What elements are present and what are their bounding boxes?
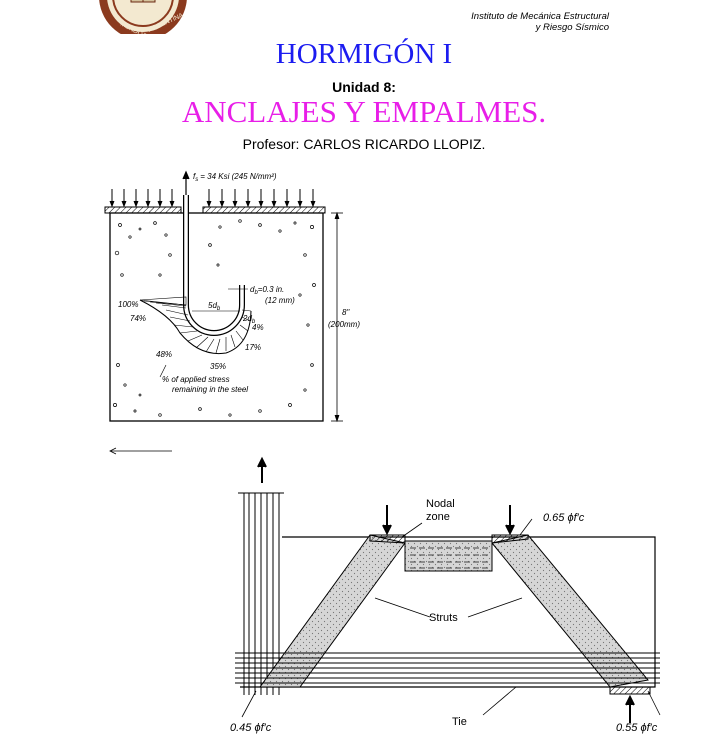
tie-label: Tie xyxy=(452,716,467,728)
support-plate xyxy=(609,686,651,695)
stress-left-label: 0.45 ϕf′c xyxy=(230,722,272,734)
reaction-arrow xyxy=(625,694,635,723)
pct-35-label: 35% xyxy=(210,362,226,371)
unit-label: Unidad 8: xyxy=(332,79,396,95)
load-arrow-right xyxy=(505,505,515,536)
strut-and-tie-figure: Nodal zone Struts Tie 0.65 ϕf′c 0.45 ϕf′… xyxy=(230,456,661,734)
aggregate-texture xyxy=(113,219,316,417)
caption-line1: % of applied stress xyxy=(162,375,230,384)
stress-right-label: 0.55 ϕf′c xyxy=(616,722,658,734)
university-seal: TE SITA MENDOZA ARGENTINA xyxy=(99,0,187,34)
hooked-bar-anchorage-figure: fs= 34 Ksi (245 N/mm²) db=0.3 in. (12 mm… xyxy=(104,170,360,455)
load-arrow-left xyxy=(382,505,392,536)
depth-dimension xyxy=(331,211,343,423)
strut-top xyxy=(404,540,493,572)
nodal-zone-label-line2: zone xyxy=(426,511,450,523)
strut-right xyxy=(491,534,649,688)
pct-4-label: 4% xyxy=(252,323,264,332)
stress-top-label: 0.65 ϕf′c xyxy=(543,512,585,524)
bend-extension-label: 2db xyxy=(242,314,256,325)
pull-arrow xyxy=(257,456,267,483)
unit-title: ANCLAJES Y EMPALMES. xyxy=(181,94,547,129)
bar-diameter-metric: (12 mm) xyxy=(265,296,295,305)
struts-label: Struts xyxy=(429,612,458,624)
institute-line2: y Riesgo Sísmico xyxy=(535,22,609,33)
nodal-zone-label-line1: Nodal xyxy=(426,498,455,510)
member-outline xyxy=(240,536,656,688)
institute-line1: Instituto de Mecánica Estructural xyxy=(471,11,609,22)
bearing-plate-right xyxy=(202,206,326,214)
applied-load-arrows xyxy=(109,189,316,208)
nodal-zone-left xyxy=(369,534,406,544)
pct-17-label: 17% xyxy=(245,343,261,352)
stress-label: fs= 34 Ksi (245 N/mm²) xyxy=(193,172,277,183)
concrete-block xyxy=(109,212,324,422)
institute-name: Instituto de Mecánica Estructural y Ries… xyxy=(0,11,609,33)
vertical-bars xyxy=(238,492,284,695)
caption-line2: remaining in the steel xyxy=(172,385,248,394)
strut-left xyxy=(259,534,406,688)
pct-100-label: 100% xyxy=(118,300,138,309)
nodal-zone-right xyxy=(491,534,529,544)
stress-distribution-fan xyxy=(139,296,252,355)
tie-bars xyxy=(235,652,660,684)
bearing-plate-left xyxy=(104,206,182,214)
bend-diameter-label: 5db xyxy=(208,301,221,312)
course-title: HORMIGÓN I xyxy=(275,38,453,70)
bar-diameter-label: db=0.3 in. xyxy=(250,285,284,296)
tension-arrow xyxy=(182,170,190,195)
professor-name: Profesor: CARLOS RICARDO LLOPIZ. xyxy=(242,136,486,152)
pct-74-label: 74% xyxy=(130,314,146,323)
depth-label: 8" xyxy=(342,308,350,317)
pct-48-label: 48% xyxy=(156,350,172,359)
depth-metric-label: (200mm) xyxy=(328,320,360,329)
